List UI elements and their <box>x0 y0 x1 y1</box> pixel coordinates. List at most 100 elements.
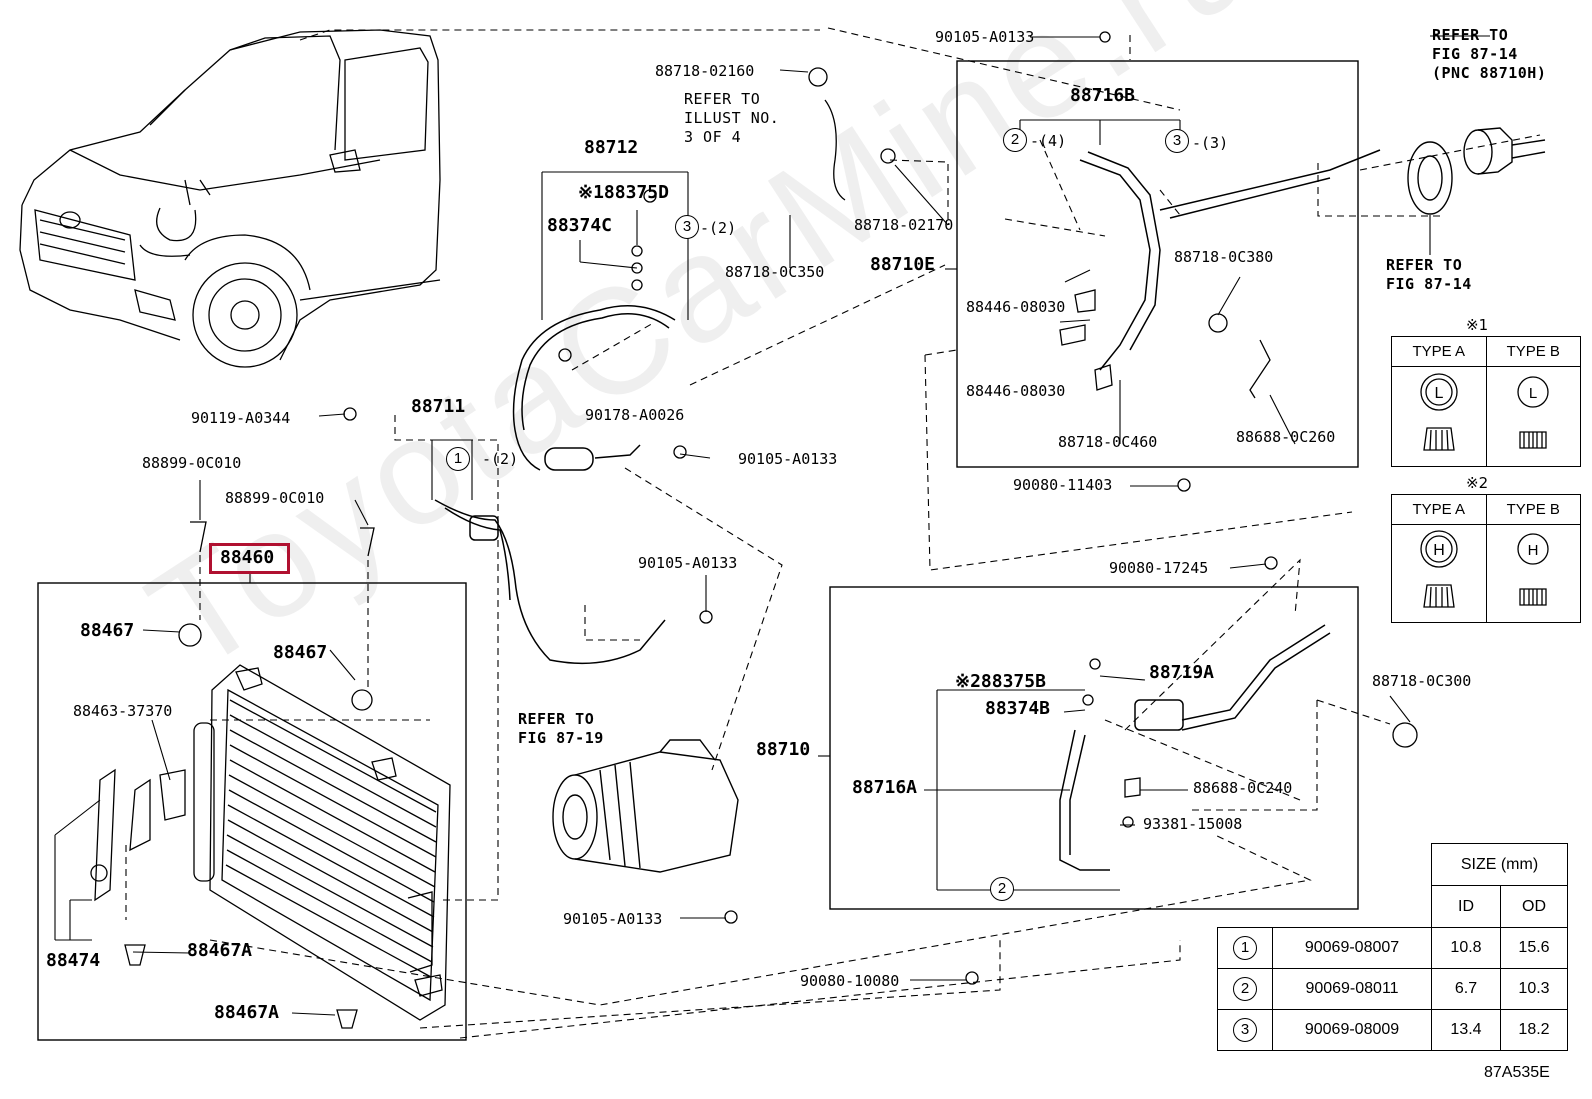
fittings <box>343 31 1418 985</box>
type-table-2-mark: ※2 <box>1466 474 1489 492</box>
hose-88716B <box>1079 149 1381 371</box>
row-ref-circle: 2 <box>1233 977 1257 1001</box>
label-88460[interactable]: 88460 <box>220 547 275 568</box>
type-a-header: TYPE A <box>1391 336 1487 367</box>
label-88463-37370[interactable]: 88463-37370 <box>73 702 173 720</box>
condenser-illustration <box>193 664 451 1021</box>
o-ring-size-table: SIZE (mm) ID OD 1 90069-08007 10.8 15.6 … <box>1217 843 1568 1051</box>
cap-symbol-text: H <box>1528 542 1539 559</box>
highlight-box <box>209 543 290 574</box>
dashed-lines <box>125 27 1541 1039</box>
row-od: 18.2 <box>1500 1009 1568 1051</box>
label-88718-0C380[interactable]: 88718-0C380 <box>1174 248 1274 266</box>
type-table-1-mark: ※1 <box>1466 316 1489 334</box>
cap-h-type-b-icon: H <box>1517 532 1549 606</box>
type-a-header: TYPE A <box>1391 494 1487 525</box>
size-table-title: SIZE (mm) <box>1431 843 1568 886</box>
ref-fig-87-19[interactable]: REFER TO FIG 87-19 <box>518 710 604 747</box>
label-88375D[interactable]: ※188375D <box>578 182 669 203</box>
qty-2-a: -(2) <box>700 219 737 237</box>
figure-id: 87A535E <box>1484 1064 1550 1081</box>
label-88899-0C010-a[interactable]: 88899-0C010 <box>142 454 242 472</box>
label-88474[interactable]: 88474 <box>46 950 101 971</box>
condenser-brackets <box>90 521 375 1029</box>
qty-4: -(4) <box>1030 132 1067 150</box>
label-90105-A0133-bot[interactable]: 90105-A0133 <box>563 910 663 928</box>
label-88710E[interactable]: 88710E <box>870 254 936 275</box>
hose-88710-group-box <box>829 586 1359 910</box>
label-90080-10080[interactable]: 90080-10080 <box>800 972 900 990</box>
table-row: 3 90069-08009 13.4 18.2 <box>1217 1009 1568 1051</box>
label-90080-17245[interactable]: 90080-17245 <box>1109 559 1209 577</box>
label-90105-A0133-low[interactable]: 90105-A0133 <box>638 554 738 572</box>
label-88467-b[interactable]: 88467 <box>273 642 328 663</box>
label-88446-08030-a[interactable]: 88446-08030 <box>966 298 1066 316</box>
label-88710[interactable]: 88710 <box>756 739 811 760</box>
circle-marker-2-bot: 2 <box>990 877 1014 901</box>
label-88375B[interactable]: ※288375B <box>955 671 1046 692</box>
row-id: 10.8 <box>1431 927 1501 969</box>
label-88899-0C010-b[interactable]: 88899-0C010 <box>225 489 325 507</box>
hose-88711 <box>434 499 666 665</box>
label-88712[interactable]: 88712 <box>584 137 639 158</box>
cap-l-type-b-icon: L <box>1517 375 1549 449</box>
ref-fig-87-14[interactable]: REFER TO FIG 87-14 <box>1386 256 1472 293</box>
label-88718-0C300[interactable]: 88718-0C300 <box>1372 672 1472 690</box>
row-part-number[interactable]: 90069-08011 <box>1272 968 1432 1010</box>
table-row: 1 90069-08007 10.8 15.6 <box>1217 927 1568 969</box>
type-table-1: TYPE A TYPE B L L <box>1391 336 1581 467</box>
label-90080-11403[interactable]: 90080-11403 <box>1013 476 1113 494</box>
size-table-header-od: OD <box>1500 885 1568 928</box>
label-90178-A0026[interactable]: 90178-A0026 <box>585 406 685 424</box>
row-id: 6.7 <box>1431 968 1501 1010</box>
row-ref-circle: 1 <box>1233 936 1257 960</box>
cap-symbol-text: H <box>1433 542 1445 559</box>
label-88446-08030-b[interactable]: 88446-08030 <box>966 382 1066 400</box>
label-88718-02160[interactable]: 88718-02160 <box>655 62 755 80</box>
label-88374C[interactable]: 88374C <box>547 215 613 236</box>
row-od: 15.6 <box>1500 927 1568 969</box>
label-88718-02170[interactable]: 88718-02170 <box>854 216 954 234</box>
truck-illustration <box>19 29 441 368</box>
receiver-illustration <box>1407 127 1546 215</box>
label-88719A[interactable]: 88719A <box>1149 662 1215 683</box>
size-table-header-id: ID <box>1431 885 1501 928</box>
label-88718-0C350[interactable]: 88718-0C350 <box>725 263 825 281</box>
cap-h-type-a-icon: H <box>1420 529 1458 608</box>
ref-illust-3-of-4[interactable]: REFER TO ILLUST NO. 3 OF 4 <box>684 90 780 146</box>
label-88467A-b[interactable]: 88467A <box>214 1002 280 1023</box>
row-ref-circle: 3 <box>1233 1018 1257 1042</box>
circle-marker-3-mid: 3 <box>675 215 699 239</box>
label-88711[interactable]: 88711 <box>411 396 466 417</box>
row-id: 13.4 <box>1431 1009 1501 1051</box>
row-part-number[interactable]: 90069-08007 <box>1272 927 1432 969</box>
row-part-number[interactable]: 90069-08009 <box>1272 1009 1432 1051</box>
label-93381-15008[interactable]: 93381-15008 <box>1143 815 1243 833</box>
circle-marker-3-top: 3 <box>1165 129 1189 153</box>
label-88718-0C460[interactable]: 88718-0C460 <box>1058 433 1158 451</box>
cap-symbol-text: L <box>1529 385 1537 402</box>
label-88688-0C240[interactable]: 88688-0C240 <box>1193 779 1293 797</box>
label-90119-A0344[interactable]: 90119-A0344 <box>191 409 291 427</box>
hose-88710E-group-box <box>956 60 1359 468</box>
cap-l-type-a-icon: L <box>1420 372 1458 451</box>
ref-fig-87-14-pnc[interactable]: REFER TO FIG 87-14 (PNC 88710H) <box>1432 26 1547 82</box>
label-88467-a[interactable]: 88467 <box>80 620 135 641</box>
hose-88712 <box>512 305 676 471</box>
label-88688-0C260[interactable]: 88688-0C260 <box>1236 428 1336 446</box>
type-table-2: TYPE A TYPE B H H <box>1391 494 1581 623</box>
label-90105-A0133-top[interactable]: 90105-A0133 <box>935 28 1035 46</box>
table-row: 2 90069-08011 6.7 10.3 <box>1217 968 1568 1010</box>
cap-symbol-text: L <box>1434 385 1443 402</box>
leader-lines <box>54 35 1490 1016</box>
label-88467A-a[interactable]: 88467A <box>187 940 253 961</box>
label-88716B[interactable]: 88716B <box>1070 85 1136 106</box>
label-88374B[interactable]: 88374B <box>985 698 1051 719</box>
type-b-header: TYPE B <box>1485 336 1581 367</box>
label-90105-A0133-mid[interactable]: 90105-A0133 <box>738 450 838 468</box>
label-88716A[interactable]: 88716A <box>852 777 918 798</box>
circle-marker-2-top: 2 <box>1003 128 1027 152</box>
type-b-header: TYPE B <box>1485 494 1581 525</box>
compressor-illustration <box>552 739 739 873</box>
